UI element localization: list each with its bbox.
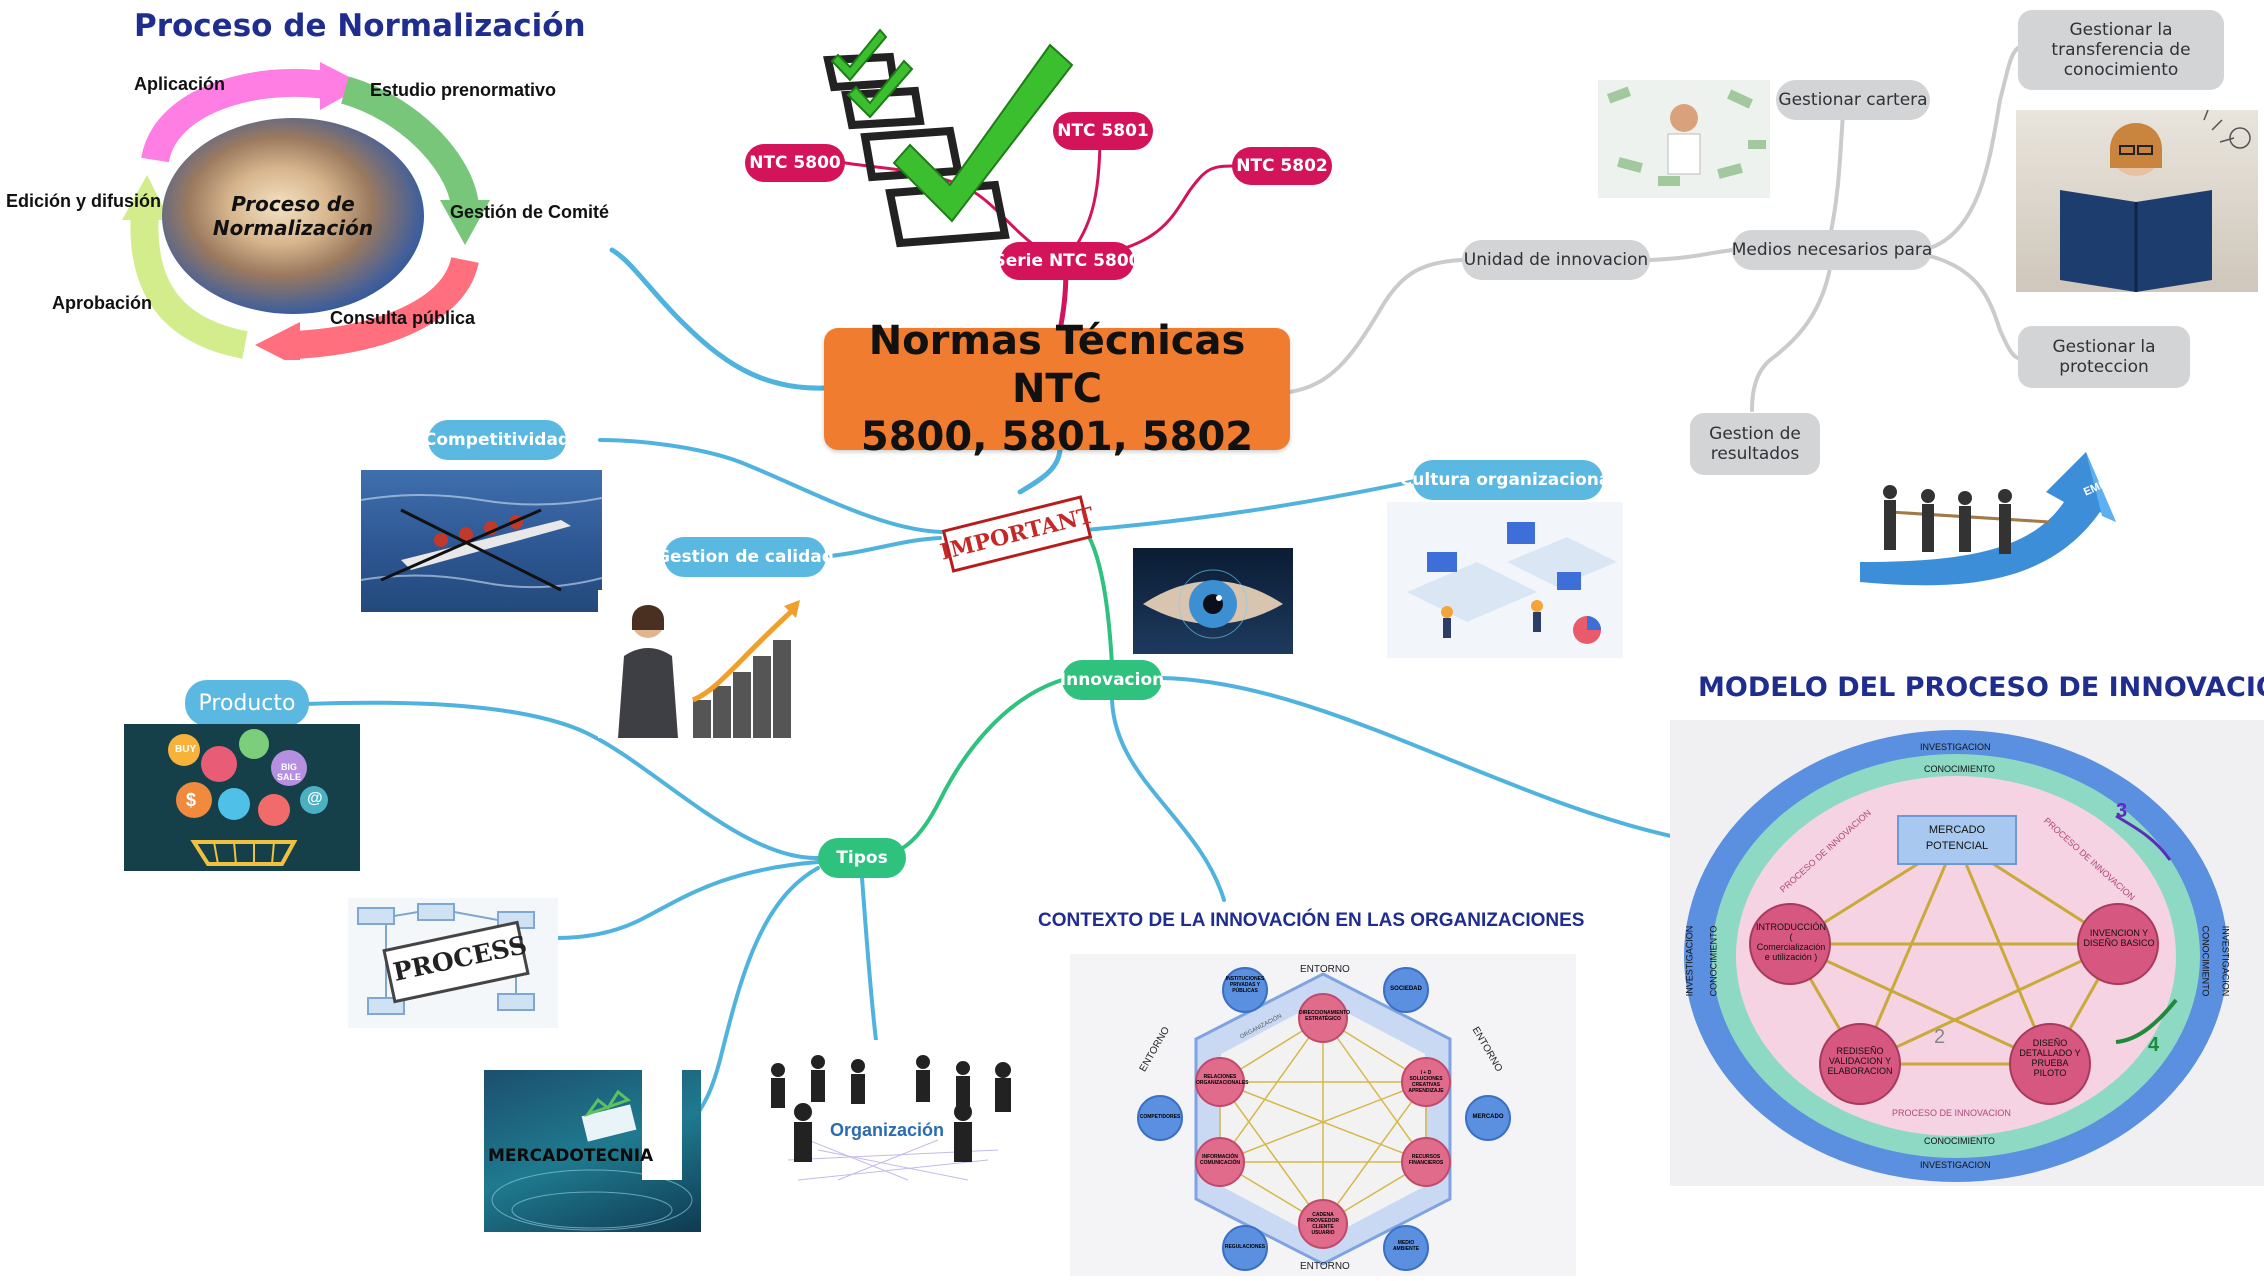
contexto-diagram: ENTORNO ENTORNO ENTORNO ENTORNO INSTITUC… [1070, 954, 1576, 1276]
contexto-outer-5: MEDIO AMBIENTE [1392, 1240, 1420, 1252]
step-estudio: Estudio prenormativo [370, 80, 557, 100]
central-topic[interactable]: Normas Técnicas NTC 5800, 5801, 5802 [824, 318, 1290, 460]
modelo-rediseno: REDISEÑO VALIDACION Y ELABORACION [1827, 1046, 1893, 1076]
step-gestion-comite: Gestión de Comité [450, 202, 610, 222]
contexto-inner-4: RECURSOS FINANCIEROS [1408, 1154, 1444, 1166]
node-ntc-5800[interactable]: NTC 5800 [745, 144, 845, 182]
modelo-conocimiento-bottom: CONOCIMIENTO [1924, 1136, 1995, 1146]
checklist-image [823, 28, 1074, 248]
normalizacion-center-line1: Proceso de [231, 192, 355, 216]
process-flow-image: PROCESS [348, 898, 558, 1028]
modelo-invencion: INVENCION Y DISEÑO BASICO [2083, 928, 2155, 948]
node-ntc-5802[interactable]: NTC 5802 [1232, 147, 1332, 185]
organizacion-label: Organización [830, 1120, 945, 1140]
central-line2: 5800, 5801, 5802 [860, 414, 1254, 460]
modelo-introduccion: INTRODUCCIÓN ( Comercialización e utiliz… [1756, 922, 1826, 962]
contexto-title: CONTEXTO DE LA INNOVACIÓN EN LAS ORGANIZ… [1038, 910, 1585, 931]
modelo-proceso-bottom: PROCESO DE INNOVACION [1892, 1108, 2011, 1118]
contexto-outer-1: SOCIEDAD [1390, 986, 1422, 992]
contexto-outer-3: MERCADO [1472, 1114, 1504, 1120]
central-line1: Normas Técnicas NTC [868, 318, 1246, 412]
step-consulta: Consulta pública [330, 308, 476, 328]
modelo-investigacion-left: INVESTIGACION [1684, 925, 1695, 997]
step-edicion: Edición y difusión [6, 191, 162, 211]
important-stamp: IMPORTANT [938, 495, 1096, 573]
node-gestion-resultados[interactable]: Gestion de resultados [1690, 413, 1820, 475]
rowing-image [361, 470, 602, 612]
modelo-investigacion-bottom: INVESTIGACION [1920, 1160, 1991, 1170]
node-unidad-innovacion[interactable]: Unidad de innovacion [1462, 240, 1650, 280]
node-competitividad[interactable]: Competitividad [424, 420, 570, 460]
product-icons-image: BUY BIG SALE $ @ [124, 724, 360, 871]
node-tipos[interactable]: Tipos [818, 838, 906, 878]
modelo-conocimiento-top: CONOCIMIENTO [1924, 764, 1995, 774]
node-gestionar-proteccion[interactable]: Gestionar la proteccion [2018, 326, 2190, 388]
modelo-number-4: 4 [2148, 1034, 2160, 1056]
contexto-entorno-top: ENTORNO [1300, 964, 1350, 975]
contexto-entorno-bottom: ENTORNO [1300, 1261, 1350, 1272]
product-icon-at: @ [307, 790, 323, 807]
businesswoman-chart-image [598, 590, 814, 738]
modelo-number-2: 2 [1934, 1026, 1946, 1048]
contexto-inner-1: RELACIONES ORGANIZACIONALES [1196, 1074, 1249, 1086]
organizacion-people-image: Organización [758, 1040, 1028, 1192]
normalizacion-globe-image: Proceso de Normalización [162, 118, 424, 314]
modelo-conocimiento-left: CONOCIMIENTO [1708, 925, 1719, 997]
contexto-inner-0: DIRECCIONAMIENTO ESTRATÉGICO [1299, 1010, 1351, 1022]
office-isometric-image [1387, 502, 1623, 658]
node-medios-necesarios[interactable]: Medios necesarios para [1732, 230, 1932, 270]
modelo-title: MODELO DEL PROCESO DE INNOVACIÓN [1698, 672, 2264, 703]
node-cultura-organizacional[interactable]: Cultura organizacional [1400, 460, 1616, 500]
node-gestionar-cartera[interactable]: Gestionar cartera [1776, 80, 1930, 120]
money-man-image [1598, 80, 1770, 198]
modelo-investigacion-top: INVESTIGACION [1920, 742, 1991, 752]
node-producto[interactable]: Producto [185, 680, 309, 726]
contexto-inner-2: I + D SOLUCIONES CREATIVAS APRENDIZAJE [1408, 1070, 1444, 1094]
contexto-outer-2: COMPETIDORES [1139, 1114, 1181, 1120]
contexto-outer-0: INSTITUCIONES PRIVADAS Y PÚBLICAS [1225, 976, 1265, 994]
woman-reading-image [2016, 110, 2258, 292]
modelo-number-3: 3 [2116, 800, 2128, 822]
normalizacion-cycle-arrows [122, 62, 490, 360]
step-aprobacion: Aprobación [52, 293, 153, 313]
node-gestion-calidad[interactable]: Gestion de calidad [656, 537, 834, 577]
contexto-inner-5: CADENA PROVEEDOR CLIENTE USUARIO [1307, 1212, 1339, 1236]
modelo-diseno: DISEÑO DETALLADO Y PRUEBA PILOTO [2019, 1038, 2081, 1078]
mercadotecnia-image: MERCADOTECNIA [484, 1070, 701, 1232]
node-ntc-5801[interactable]: NTC 5801 [1053, 112, 1153, 150]
contexto-inner-3: INFORMACIÓN COMUNICACIÓN [1200, 1154, 1240, 1166]
step-aplicacion: Aplicación [134, 74, 226, 94]
modelo-investigacion-right: INVESTIGACION [2220, 925, 2231, 997]
modelo-conocimiento-right: CONOCIMIENTO [2200, 925, 2211, 997]
normalizacion-center-line2: Normalización [212, 216, 374, 240]
eye-image [1133, 548, 1293, 654]
node-serie-ntc-5800[interactable]: Serie NTC 5800 [994, 242, 1140, 280]
node-innovacion[interactable]: Innovacion [1060, 660, 1164, 700]
modelo-diagram: INVESTIGACION CONOCIMIENTO CONOCIMIENTO … [1670, 720, 2264, 1186]
node-gestionar-transferencia[interactable]: Gestionar la transferencia de conocimien… [2018, 10, 2224, 90]
product-icon-buy: BUY [175, 744, 197, 755]
mercadotecnia-label: MERCADOTECNIA [488, 1146, 654, 1166]
modelo-mercado: MERCADO POTENCIAL [1925, 824, 1989, 852]
contexto-outer-4: REGULACIONES [1224, 1244, 1266, 1250]
tug-of-war-arrow-image: EMPRESA [1850, 412, 2142, 608]
normalizacion-title: Proceso de Normalización [134, 8, 586, 44]
product-icon-dollar: $ [186, 790, 197, 810]
product-icon-sale: BIG SALE [276, 762, 301, 782]
important-stamp-text: IMPORTANT [937, 502, 1097, 566]
